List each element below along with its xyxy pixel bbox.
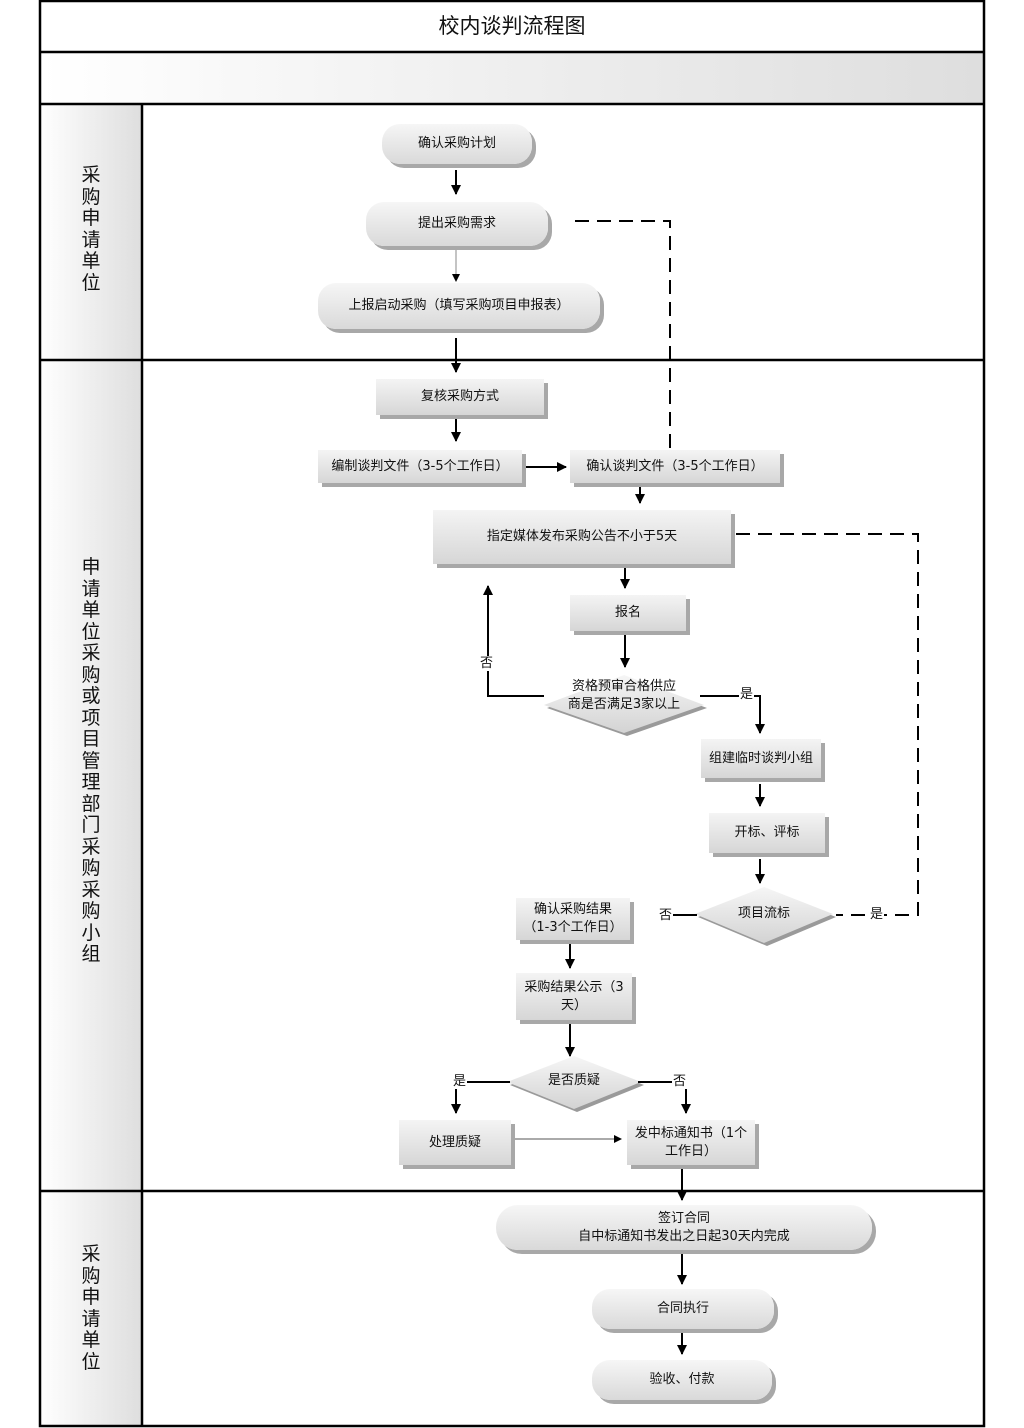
node-register: 报名 — [570, 595, 686, 631]
label-qualify-yes: 是 — [739, 687, 755, 702]
label-objection-no: 否 — [672, 1074, 688, 1089]
lane-3-label: 采购申请单位 — [81, 1243, 101, 1373]
lane-frame — [38, 0, 986, 1428]
node-confirm-doc: 确认谈判文件（3-5个工作日） — [570, 450, 780, 483]
node-form-group: 组建临时谈判小组 — [701, 739, 821, 778]
lane-1-header — [40, 105, 142, 359]
node-publish-notice: 指定媒体发布采购公告不小于5天 — [433, 510, 731, 564]
label-qualify-no: 否 — [479, 656, 495, 671]
node-execute-contract: 合同执行 — [592, 1289, 774, 1329]
node-compile-doc: 编制谈判文件（3-5个工作日） — [318, 450, 522, 483]
label-fail-yes: 是 — [869, 907, 885, 922]
node-confirm-result: 确认采购结果 （1-3个工作日） — [516, 898, 630, 940]
label-fail-no: 否 — [658, 908, 674, 923]
decision-fail-label: 项目流标 — [737, 906, 790, 921]
edge-publish-fail-dashed — [736, 533, 919, 916]
label-objection-yes: 是 — [452, 1074, 468, 1089]
node-handle-objection: 处理质疑 — [399, 1120, 511, 1165]
decision-objection-label: 是否质疑 — [547, 1073, 600, 1088]
subtitle-bar — [40, 53, 984, 103]
node-open-bid: 开标、评标 — [709, 813, 825, 853]
edge-qualify-yes — [700, 695, 765, 734]
page-title: 校内谈判流程图 — [438, 14, 586, 38]
objection-decision-shape — [507, 1056, 641, 1109]
lane-3-header — [40, 1192, 142, 1425]
qualify-decision-shape — [544, 675, 704, 733]
lane-2-label: 申请单位采购或项目管理部门采购 采购小组 — [81, 556, 119, 965]
node-submit-demand: 提出采购需求 — [366, 202, 548, 246]
edge-qualify-no — [483, 585, 544, 697]
decision-qualify-label: 资格预审合格供应 商是否满足3家以上 — [567, 679, 681, 712]
node-sign-contract: 签订合同 自中标通知书发出之日起30天内完成 — [496, 1205, 872, 1250]
node-report-start: 上报启动采购（填写采购项目申报表） — [318, 283, 600, 329]
project-fail-shape — [695, 887, 833, 943]
node-issue-notice: 发中标通知书（1个 工作日） — [627, 1120, 755, 1165]
dashed-connectors — [575, 220, 919, 916]
node-confirm-plan: 确认采购计划 — [382, 124, 532, 164]
node-publicize: 采购结果公示（3 天） — [516, 973, 632, 1020]
node-review-method: 复核采购方式 — [376, 379, 544, 415]
node-accept-pay: 验收、付款 — [592, 1360, 772, 1400]
edge-demand-confirm-dashed — [575, 220, 671, 452]
lane-2-header — [40, 361, 142, 1190]
lane-1-label: 采购申请单位 — [81, 164, 101, 294]
